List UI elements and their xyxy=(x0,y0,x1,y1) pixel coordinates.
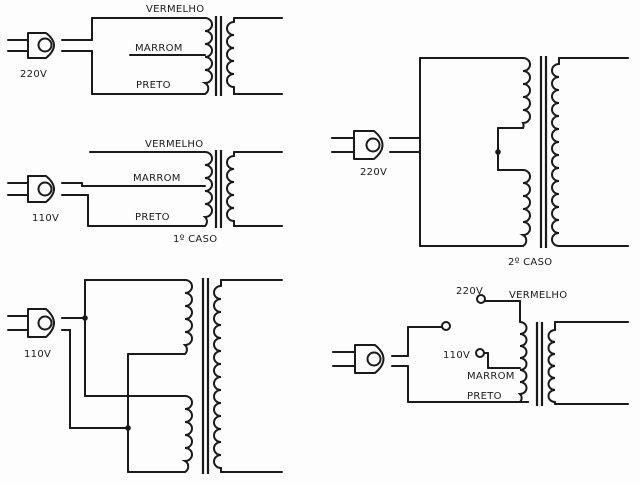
voltage-label-high: 220V xyxy=(456,286,483,297)
diagram-220v-three-wire: 220V VERMELHO MARROM PRETO xyxy=(7,4,283,96)
voltage-label-low: 110V xyxy=(443,350,470,361)
wire-label-brown: MARROM xyxy=(133,173,181,184)
selector-terminal xyxy=(441,321,451,331)
primary-coil-upper xyxy=(521,57,531,129)
diagram-220v-case-2: 220V 2º CASO xyxy=(331,56,629,268)
plug-icon xyxy=(7,308,55,338)
primary-coil-lower xyxy=(181,395,193,473)
wire-label-black: PRETO xyxy=(136,80,171,91)
wire-label-black: PRETO xyxy=(135,212,170,223)
wire-label-red: VERMELHO xyxy=(509,290,567,301)
voltage-label: 110V xyxy=(32,213,59,224)
voltage-label: 220V xyxy=(360,167,387,178)
junction-dot xyxy=(82,315,88,321)
primary-coil-upper xyxy=(182,279,193,355)
primary-coil xyxy=(201,17,213,95)
plug-icon xyxy=(332,344,385,374)
primary-coil xyxy=(202,151,213,227)
secondary-coil xyxy=(547,329,556,403)
primary-coil xyxy=(517,321,528,403)
plug-icon xyxy=(7,32,55,59)
wire-label-brown: MARROM xyxy=(135,43,183,54)
wire-label-brown: MARROM xyxy=(467,371,515,382)
plug-icon xyxy=(7,175,55,203)
terminal-110v xyxy=(475,348,485,358)
junction-dot xyxy=(125,425,131,431)
primary-coil-lower xyxy=(519,169,531,247)
terminal-220v xyxy=(476,294,486,304)
wire-label-red: VERMELHO xyxy=(146,4,204,15)
wire-label-red: VERMELHO xyxy=(145,139,203,150)
secondary-coil xyxy=(226,21,235,88)
diagram-voltage-selector: 220V VERMELHO 110V MARROM PRETO xyxy=(332,286,629,406)
secondary-coil xyxy=(551,63,560,247)
secondary-coil xyxy=(213,285,222,469)
plug-icon xyxy=(331,130,384,160)
case-caption: 1º CASO xyxy=(173,234,217,245)
voltage-label: 110V xyxy=(24,349,51,360)
junction-dot xyxy=(495,149,501,155)
diagram-110v-case-1: 110V VERMELHO MARROM PRETO 1º CASO xyxy=(7,139,283,245)
case-caption: 2º CASO xyxy=(508,257,552,268)
diagram-110v-parallel-primaries: 110V xyxy=(7,278,283,474)
wire-label-black: PRETO xyxy=(467,391,502,402)
secondary-coil xyxy=(226,155,235,222)
voltage-label: 220V xyxy=(20,69,47,80)
